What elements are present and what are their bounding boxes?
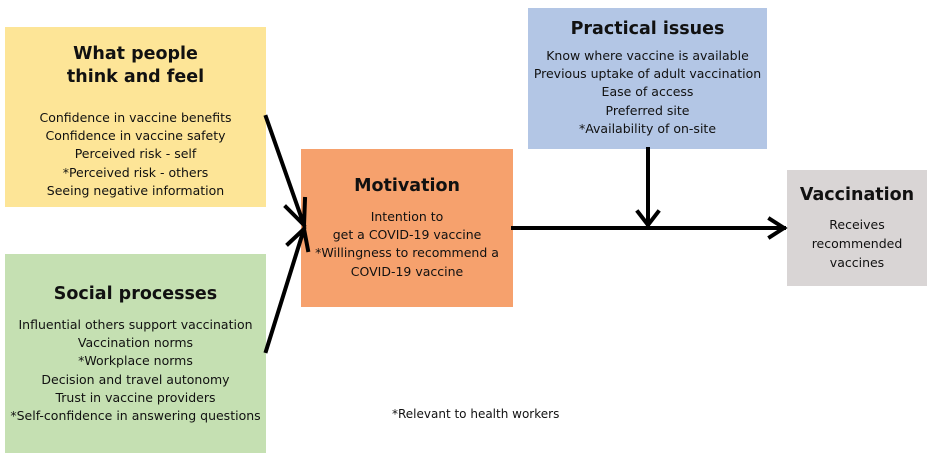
social-item: Vaccination norms	[77, 335, 194, 351]
arrow-social-to-motivation	[263, 225, 311, 354]
practical-issues-title: Practical issues	[570, 19, 725, 39]
motivation-item: get a COVID-19 vaccine	[332, 227, 482, 243]
motivation-item: COVID-19 vaccine	[350, 263, 464, 279]
social-item: Trust in vaccine providers	[55, 389, 216, 405]
practical-issues-box: Practical issues Know where vaccine is a…	[528, 8, 767, 149]
motivation-item: Intention to	[370, 209, 444, 224]
think-feel-item: Confidence in vaccine benefits	[39, 110, 232, 125]
think-feel-item: Seeing negative information	[46, 182, 225, 198]
social-item: *Self-confidence in answering questions	[10, 408, 261, 424]
motivation-item: *Willingness to recommend a	[315, 245, 499, 261]
practical-item: Know where vaccine is available	[546, 48, 749, 63]
think-feel-box: What people think and feel Confidence in…	[5, 27, 266, 207]
motivation-title: Motivation	[354, 176, 460, 196]
social-item: Decision and travel autonomy	[41, 371, 230, 387]
social-processes-box: Social processes Influential others supp…	[5, 254, 266, 453]
practical-item: Preferred site	[605, 102, 690, 118]
vaccination-item: vaccines	[829, 255, 885, 270]
social-item: *Workplace norms	[78, 353, 193, 369]
social-item: Influential others support vaccination	[18, 317, 253, 332]
footnote: *Relevant to health workers	[392, 407, 560, 421]
think-feel-item: Confidence in vaccine safety	[45, 128, 226, 144]
vaccination-box: Vaccination Receives recommended vaccine…	[787, 170, 927, 286]
think-feel-title-line1: What people	[73, 44, 198, 64]
think-feel-item: *Perceived risk - others	[62, 164, 209, 180]
think-feel-title-line2: think and feel	[66, 67, 205, 87]
practical-item: Ease of access	[601, 84, 694, 100]
arrow-practical-to-main	[635, 147, 661, 229]
motivation-box: Motivation Intention to get a COVID-19 v…	[301, 149, 513, 307]
practical-item: *Availability of on-site	[578, 120, 717, 136]
vaccination-title: Vaccination	[799, 185, 915, 205]
think-feel-item: Perceived risk - self	[74, 146, 197, 162]
vaccination-item: Receives	[829, 217, 885, 232]
arrow-think-to-motivation	[263, 114, 308, 230]
practical-item: Previous uptake of adult vaccination	[533, 66, 762, 82]
vaccination-item: recommended	[811, 236, 903, 251]
social-processes-title: Social processes	[53, 284, 218, 304]
arrow-motivation-to-vaccination	[511, 216, 788, 240]
